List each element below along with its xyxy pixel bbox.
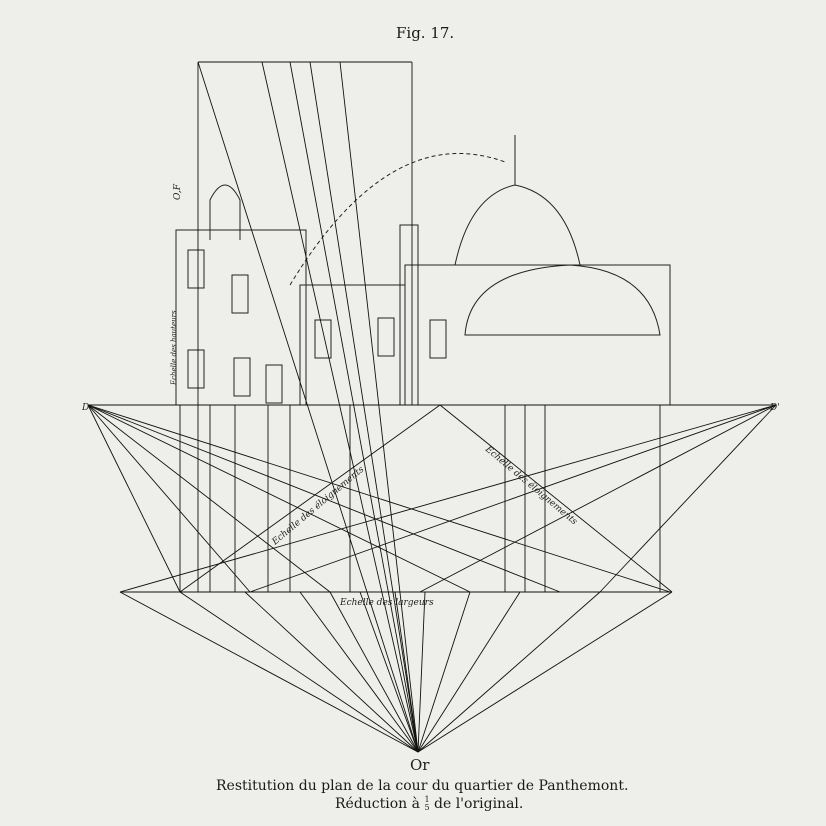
ray-from-d	[87, 404, 181, 593]
ray-to-or	[339, 61, 419, 753]
building-elevation	[175, 135, 671, 406]
ray-to-or	[417, 591, 521, 753]
label-point-d: D	[81, 403, 89, 413]
fraction-den: 5	[424, 803, 430, 812]
ray-to-or	[417, 591, 673, 753]
window	[233, 357, 251, 397]
dome	[454, 184, 581, 266]
figure-title: Fig. 17.	[396, 24, 455, 42]
ray-from-d	[87, 404, 471, 593]
window	[314, 319, 332, 359]
ray-to-or	[244, 591, 419, 753]
window	[187, 349, 205, 389]
label-scale-height: Echelle des hauteurs	[170, 310, 178, 386]
ray-from-d	[87, 404, 251, 593]
ray-to-or	[289, 61, 419, 753]
left-wing-facade	[175, 229, 307, 406]
ray-to-or	[309, 61, 419, 753]
ray-from-d-prime	[249, 404, 777, 593]
fraction-num: 1	[424, 795, 430, 804]
ray-to-or	[119, 591, 419, 753]
caption-line-1: Restitution du plan de la cour du quarti…	[216, 778, 629, 794]
ray-to-or	[261, 61, 419, 753]
ray-to-or	[179, 591, 419, 753]
caption-reduction: Réduction à	[335, 796, 420, 812]
caption-original: de l'original.	[434, 796, 524, 812]
ray-from-d	[87, 404, 331, 593]
ray-to-or	[394, 591, 419, 753]
ray-from-d-prime	[419, 404, 777, 593]
chimney	[399, 224, 419, 406]
label-point-or: Or	[410, 756, 430, 774]
ray-to-or	[417, 591, 471, 753]
ray-to-or	[417, 591, 426, 753]
center-wing-facade	[299, 284, 406, 406]
window	[187, 249, 205, 289]
ray-to-or	[359, 591, 419, 753]
left-cupola	[209, 184, 241, 240]
label-point-d-prime: D'	[769, 403, 780, 413]
label-point-of: O,F	[173, 183, 183, 200]
ray-from-d-prime	[119, 404, 777, 593]
dome-arch-window	[464, 264, 661, 336]
window	[265, 364, 283, 404]
window	[377, 317, 395, 357]
ray-to-or	[197, 61, 419, 753]
ray-to-or	[417, 591, 601, 753]
dashed-arc	[289, 153, 506, 286]
label-scale-width: Echelle des largeurs	[339, 598, 434, 608]
window	[231, 274, 249, 314]
scale-depth-left	[179, 404, 441, 593]
label-scale-depth-right: Echelle des éloignements	[482, 443, 579, 527]
scale-depth-right	[439, 404, 673, 593]
ray-to-or	[299, 591, 419, 753]
ray-from-d-prime	[599, 404, 777, 593]
ray-from-d	[87, 404, 671, 593]
ray-to-or	[329, 591, 419, 753]
ray-from-d	[87, 404, 561, 593]
window	[429, 319, 447, 359]
